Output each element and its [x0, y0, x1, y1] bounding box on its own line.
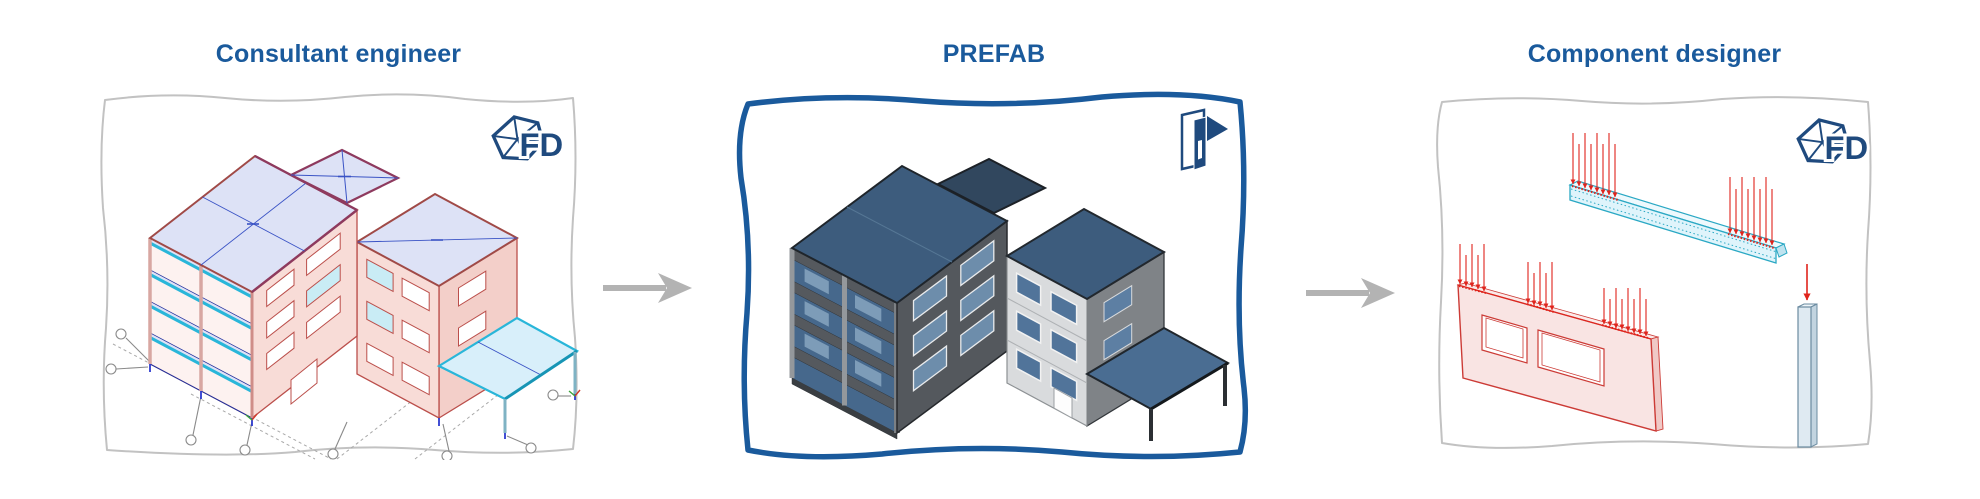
wall-load-group-1: [1457, 244, 1487, 294]
window-opening-1: [1481, 314, 1528, 364]
panel-title-prefab: PREFAB: [942, 40, 1046, 68]
beam-with-distributed-loads: [1568, 133, 1788, 264]
panel-component-designer: FD: [1432, 92, 1877, 455]
annex-roof: [1004, 207, 1167, 301]
door-opening: [1053, 387, 1073, 419]
wall-load-group-2: [1525, 262, 1555, 313]
canopy-slab: [436, 316, 580, 433]
panel-consultant-engineer: FD: [95, 88, 582, 460]
beam-front-face: [1569, 184, 1777, 264]
panel-joint: [1006, 297, 1088, 342]
beam-end-plate: [1775, 243, 1788, 258]
icon-wall-wing: [1207, 116, 1228, 141]
analytical-model-illustration: FD: [100, 93, 581, 460]
grid-bubbles: [105, 328, 571, 460]
mesh-spokes: [1798, 119, 1849, 163]
mesh-spokes: [493, 116, 544, 160]
icon-door-opening: [1198, 140, 1202, 160]
support-marks: [149, 364, 581, 439]
wall-load-group-3: [1601, 288, 1649, 339]
panel-joint: [1006, 339, 1088, 384]
fd-logo-text: FD: [519, 126, 563, 163]
canopy-slab: [1084, 326, 1231, 441]
column-with-point-load: [1797, 264, 1818, 448]
sketched-border-blue: [736, 91, 1249, 460]
arrow-consultant-to-prefab: [603, 273, 692, 303]
wall-panel-with-loads: [1456, 244, 1664, 432]
roof-parapet-bay: [935, 157, 1048, 215]
annex-front-wall: [1006, 254, 1088, 428]
prefab-building-illustration: [736, 91, 1249, 460]
fem-design-logo: FD: [1796, 118, 1871, 169]
x-braced-roof-bay: [288, 148, 401, 205]
component-illustrations: FD: [1436, 96, 1873, 449]
sketched-border: [1436, 96, 1873, 449]
panel-title-component-designer: Component designer: [1527, 40, 1782, 68]
arrow-prefab-to-component: [1306, 278, 1395, 308]
column-side-face: [1810, 303, 1818, 448]
main-block-frame-face: [148, 237, 254, 419]
panel-prefab: [732, 88, 1256, 466]
main-roof: [790, 164, 1009, 305]
annex-roof-slab: [354, 192, 520, 288]
column-front-face: [1797, 306, 1812, 448]
fem-design-logo: FD: [491, 115, 566, 166]
beam-load-group-left: [1570, 133, 1619, 201]
window-opening-2: [1537, 329, 1605, 387]
prefab-module-icon: [1180, 108, 1228, 171]
beam-top-face: [1568, 180, 1786, 249]
fd-logo-text: FD: [1824, 129, 1868, 166]
beam-load-group-right: [1727, 177, 1775, 249]
sketched-border: [100, 93, 578, 456]
panel-title-consultant-engineer: Consultant engineer: [215, 40, 462, 68]
main-block-frame-face: [789, 247, 900, 440]
annex-front-wall: [356, 240, 440, 420]
main-block-side-wall: [251, 208, 358, 420]
